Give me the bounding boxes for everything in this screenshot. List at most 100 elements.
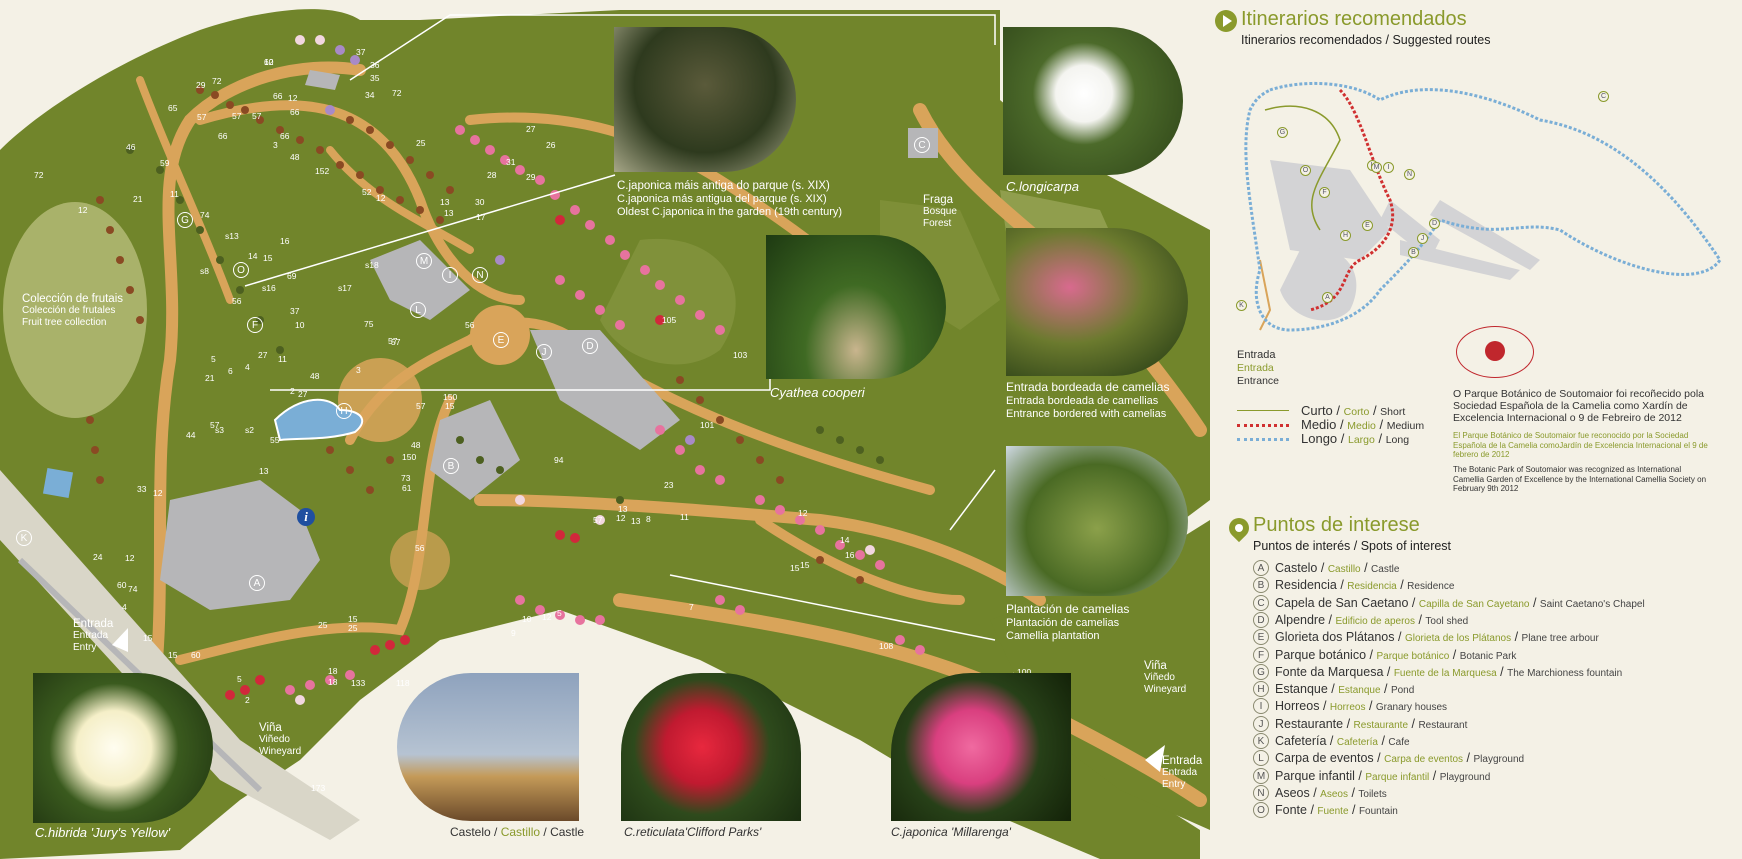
poi-badge: E bbox=[1253, 629, 1269, 646]
vina-left-es: Viñedo bbox=[259, 734, 290, 745]
fraga-label: Fraga Bosque Forest bbox=[923, 194, 957, 230]
map-number-label: s17 bbox=[338, 283, 352, 293]
map-marker-l[interactable]: L bbox=[410, 302, 426, 318]
camellia-dots bbox=[86, 35, 925, 705]
poi-badge: H bbox=[1253, 681, 1269, 698]
legend-gl: Longo bbox=[1301, 431, 1338, 446]
map-number-label: 56 bbox=[415, 543, 425, 553]
map-marker-o[interactable]: O bbox=[233, 262, 249, 278]
map-marker-b[interactable]: B bbox=[443, 458, 459, 474]
map-number-label: 12 bbox=[78, 205, 88, 215]
map-marker-n[interactable]: N bbox=[472, 267, 488, 283]
map-number-label: 25 bbox=[416, 138, 426, 148]
map-marker-d[interactable]: D bbox=[582, 338, 598, 354]
routes-entrance-es: Entrada bbox=[1237, 362, 1274, 374]
minimap-marker-h: H bbox=[1340, 230, 1351, 241]
map-number-label: 57 bbox=[197, 112, 207, 122]
map-number-label: 23 bbox=[664, 480, 674, 490]
info-icon[interactable]: i bbox=[297, 508, 315, 526]
map-number-label: 21 bbox=[205, 373, 215, 383]
map-marker-m[interactable]: M bbox=[416, 253, 432, 269]
map-number-label: 15 bbox=[790, 563, 800, 573]
caption-entrance-2: Entrada bordeada de camellias bbox=[1006, 395, 1159, 407]
map-number-label: 150 bbox=[402, 452, 417, 462]
poi-en: Granary houses bbox=[1375, 702, 1448, 714]
map-number-label: 11 bbox=[680, 512, 689, 522]
poi-en: Botanic Park bbox=[1459, 650, 1517, 662]
poi-text: Fonte / Fuente / Fountain bbox=[1275, 803, 1398, 818]
poi-es: Castillo bbox=[1327, 564, 1361, 575]
map-number-label: s18 bbox=[365, 260, 379, 270]
caption-oldest-2: C.japonica más antigua del parque (s. XI… bbox=[617, 193, 827, 205]
minimap-marker-d: D bbox=[1429, 218, 1440, 229]
map-number-label: 13 bbox=[440, 197, 450, 207]
map-marker-i[interactable]: I bbox=[442, 267, 458, 283]
poi-es: Parque infantil bbox=[1365, 771, 1430, 783]
map-number-label: 72 bbox=[34, 170, 44, 180]
caption-hibrida: C.hibrida 'Jury's Yellow' bbox=[35, 825, 171, 840]
map-number-label: 14 bbox=[248, 251, 258, 261]
poi-text: Residencia / Residencia / Residence bbox=[1275, 578, 1455, 593]
caption-entrance: Entrada bordeada de camelias Entrada bor… bbox=[1006, 381, 1169, 421]
caption-castelo-en: Castle bbox=[550, 825, 585, 839]
poi-es: Aseos bbox=[1320, 788, 1348, 800]
legend-line-short bbox=[1237, 410, 1289, 411]
poi-gl: Castelo bbox=[1275, 561, 1318, 575]
routes-title: Itinerarios recomendados bbox=[1241, 8, 1467, 30]
poi-text: Cafetería / Cafetería / Cafe bbox=[1275, 734, 1410, 748]
minimap-marker-i: I bbox=[1383, 162, 1394, 173]
map-marker-c[interactable]: C bbox=[914, 137, 930, 153]
map-marker-g[interactable]: G bbox=[177, 212, 193, 228]
map-number-label: 46 bbox=[126, 142, 136, 152]
poi-gl: Cafetería bbox=[1275, 734, 1327, 748]
map-number-label: 61 bbox=[402, 483, 412, 493]
map-number-label: 57 bbox=[252, 111, 262, 121]
photo-hibrida bbox=[33, 673, 213, 823]
poi-text: Capela de San Caetano / Capilla de San C… bbox=[1275, 595, 1645, 610]
legend-line-medium bbox=[1237, 424, 1289, 427]
entry-right-es: Entrada bbox=[1162, 767, 1198, 778]
poi-text: Castelo / Castillo / Castle bbox=[1275, 561, 1400, 575]
map-number-label: 12 bbox=[264, 57, 274, 67]
legend-gl: Medio bbox=[1301, 417, 1337, 432]
map-number-label: 24 bbox=[93, 552, 103, 562]
map-marker-j[interactable]: J bbox=[536, 344, 552, 360]
poi-en: Pond bbox=[1390, 685, 1415, 697]
vina-left-en: Wineyard bbox=[259, 746, 302, 757]
map-number-label: 59 bbox=[160, 158, 170, 168]
poi-gl: Capela de San Caetano bbox=[1275, 595, 1409, 610]
photo-oldest-japonica bbox=[614, 27, 796, 172]
map-number-label: 12 bbox=[153, 488, 163, 498]
vina-right-es: Viñedo bbox=[1144, 672, 1175, 683]
excellence-en: The Botanic Park of Soutomaior was recog… bbox=[1453, 465, 1707, 493]
map-number-label: 12 bbox=[125, 553, 135, 563]
poi-text: Estanque / Estanque / Pond bbox=[1275, 682, 1415, 697]
poi-badge: J bbox=[1253, 715, 1269, 732]
map-marker-k[interactable]: K bbox=[16, 530, 32, 546]
map-marker-a[interactable]: A bbox=[249, 575, 265, 591]
poi-en: Castle bbox=[1371, 564, 1400, 575]
map-number-label: 105 bbox=[662, 315, 677, 325]
map-number-label: 37 bbox=[356, 47, 366, 57]
fruit-en: Fruit tree collection bbox=[22, 317, 107, 328]
map-marker-f[interactable]: F bbox=[247, 317, 263, 333]
map-number-label: 94 bbox=[554, 455, 564, 465]
map-number-label: 133 bbox=[351, 678, 366, 688]
poi-gl: Horreos bbox=[1275, 699, 1320, 714]
map-marker-e[interactable]: E bbox=[493, 332, 509, 348]
poi-es: Fuente bbox=[1317, 806, 1349, 818]
poi-en: Toilets bbox=[1358, 788, 1387, 800]
map-number-label: 15 bbox=[800, 560, 810, 570]
map-marker-h[interactable]: H bbox=[336, 403, 352, 419]
minimap-marker-c: C bbox=[1598, 91, 1609, 102]
map-number-label: 14 bbox=[840, 535, 850, 545]
map-number-label: 11 bbox=[278, 354, 287, 364]
map-number-label: 10 bbox=[522, 614, 532, 624]
poi-badge: F bbox=[1253, 646, 1269, 663]
map-number-label: 48 bbox=[310, 371, 320, 381]
